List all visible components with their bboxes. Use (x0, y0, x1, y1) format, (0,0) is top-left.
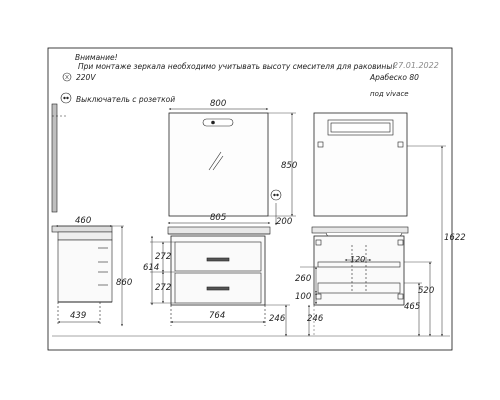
dim-850: 850 (281, 161, 297, 171)
series-label: под vivace (370, 90, 409, 98)
back-mirror (313, 112, 408, 217)
front-body (170, 235, 266, 306)
model-name: Арабеско 80 (370, 73, 419, 82)
side-countertop (51, 225, 113, 233)
drawing-date: 27.01.2022 (393, 61, 439, 70)
front-cabinet (167, 226, 271, 326)
voltage-label: 220V (76, 73, 96, 82)
back-body (313, 235, 405, 306)
side-view (51, 103, 113, 326)
mirror-panel (168, 112, 269, 217)
dim-246-front: 246 (269, 314, 286, 324)
drawer-top-handle (206, 257, 230, 262)
power-socket-icon (270, 189, 282, 201)
drawer-bottom (174, 272, 262, 304)
dim-465: 465 (404, 302, 420, 312)
dim-520: 520 (418, 286, 434, 296)
dim-860: 860 (116, 278, 132, 288)
dim-614: 614 (143, 263, 159, 273)
side-mirror (51, 103, 58, 213)
side-cabinet (57, 239, 113, 303)
dim-805: 805 (210, 213, 226, 223)
back-cabinet (311, 226, 409, 306)
front-mirror (168, 112, 269, 217)
dim-246-back: 246 (307, 314, 324, 324)
dim-460: 460 (75, 216, 91, 226)
dim-272-bottom: 272 (155, 283, 171, 293)
switch-label: Выключатель с розеткой (76, 95, 176, 104)
dim-120: 120 (350, 255, 365, 264)
drawer-bottom-handle (206, 286, 230, 291)
drawer-top (174, 241, 262, 272)
dim-100: 100 (295, 292, 311, 302)
dim-439: 439 (70, 311, 86, 321)
outlet-icon (60, 92, 72, 104)
dim-272-top: 272 (155, 252, 171, 262)
warning-title: Внимание! (75, 53, 118, 62)
sheet-frame (47, 47, 453, 351)
warning-text: При монтаже зеркала необходимо учитывать… (78, 62, 396, 71)
dim-800: 800 (210, 99, 226, 109)
mirror-glint-icon (208, 151, 222, 171)
dim-260: 260 (295, 274, 311, 284)
dim-764: 764 (209, 311, 225, 321)
back-countertop (311, 226, 409, 234)
mirror-lamp (202, 118, 234, 127)
front-countertop (167, 226, 271, 235)
power-socket-icon (62, 72, 72, 82)
dim-200: 200 (276, 217, 292, 227)
dim-1622: 1622 (444, 233, 466, 243)
